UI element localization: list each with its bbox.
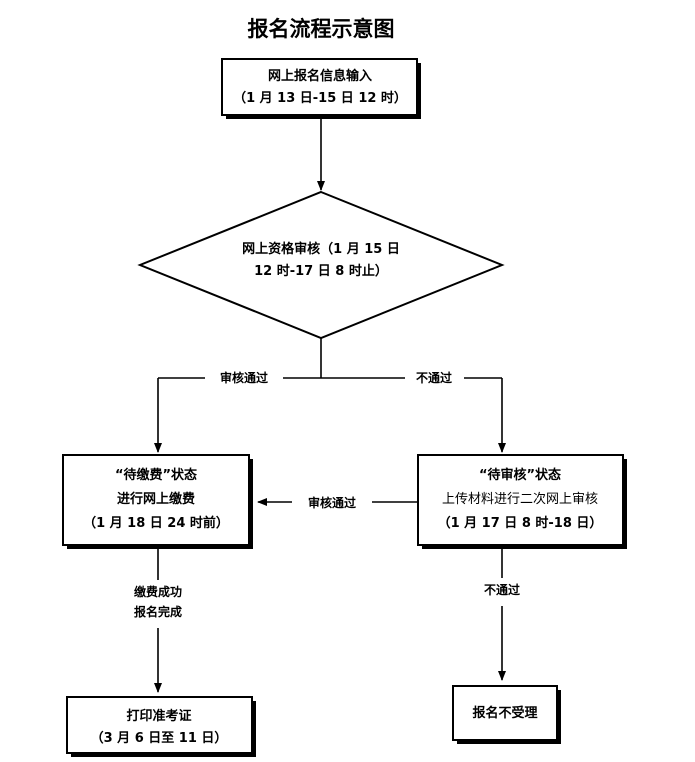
node-qualification-review-line2: 12 时-17 日 8 时止） <box>254 263 388 279</box>
edge-label-fail-1: 不通过 <box>416 370 452 385</box>
edge-label-pass-2: 审核通过 <box>308 495 356 510</box>
node-online-registration-line1: 网上报名信息输入 <box>268 68 372 84</box>
node-pending-payment-line1: “待缴费”状态 <box>115 467 197 483</box>
edge-label-pass-1: 审核通过 <box>220 370 268 385</box>
edge-label-fail-2: 不通过 <box>484 582 520 597</box>
node-registration-rejected: 报名不受理 <box>452 685 561 744</box>
node-pending-review: “待审核”状态 上传材料进行二次网上审核 （1 月 17 日 8 时-18 日） <box>417 454 627 549</box>
node-pending-payment: “待缴费”状态 进行网上缴费 （1 月 18 日 24 时前） <box>62 454 253 549</box>
edge-label-paid-line1: 缴费成功 <box>134 584 182 599</box>
node-pending-payment-line3: （1 月 18 日 24 时前） <box>83 515 229 531</box>
node-pending-review-line2: 上传材料进行二次网上审核 <box>442 491 598 507</box>
node-print-admission-ticket-line1: 打印准考证 <box>126 708 191 724</box>
node-online-registration: 网上报名信息输入 （1 月 13 日-15 日 12 时） <box>221 58 421 119</box>
node-qualification-review: 网上资格审核（1 月 15 日 12 时-17 日 8 时止） <box>137 190 505 340</box>
node-pending-review-line1: “待审核”状态 <box>479 467 561 483</box>
node-print-admission-ticket-line2: （3 月 6 日至 11 日） <box>91 730 228 746</box>
node-qualification-review-line1: 网上资格审核（1 月 15 日 <box>242 241 400 257</box>
node-pending-payment-line2: 进行网上缴费 <box>117 491 195 507</box>
node-registration-rejected-label: 报名不受理 <box>472 705 537 721</box>
node-pending-review-line3: （1 月 17 日 8 时-18 日） <box>438 515 603 531</box>
node-print-admission-ticket: 打印准考证 （3 月 6 日至 11 日） <box>66 696 256 757</box>
node-online-registration-line2: （1 月 13 日-15 日 12 时） <box>233 90 407 106</box>
edge-label-paid-line2: 报名完成 <box>134 604 182 619</box>
diagram-title: 报名流程示意图 <box>248 17 395 41</box>
